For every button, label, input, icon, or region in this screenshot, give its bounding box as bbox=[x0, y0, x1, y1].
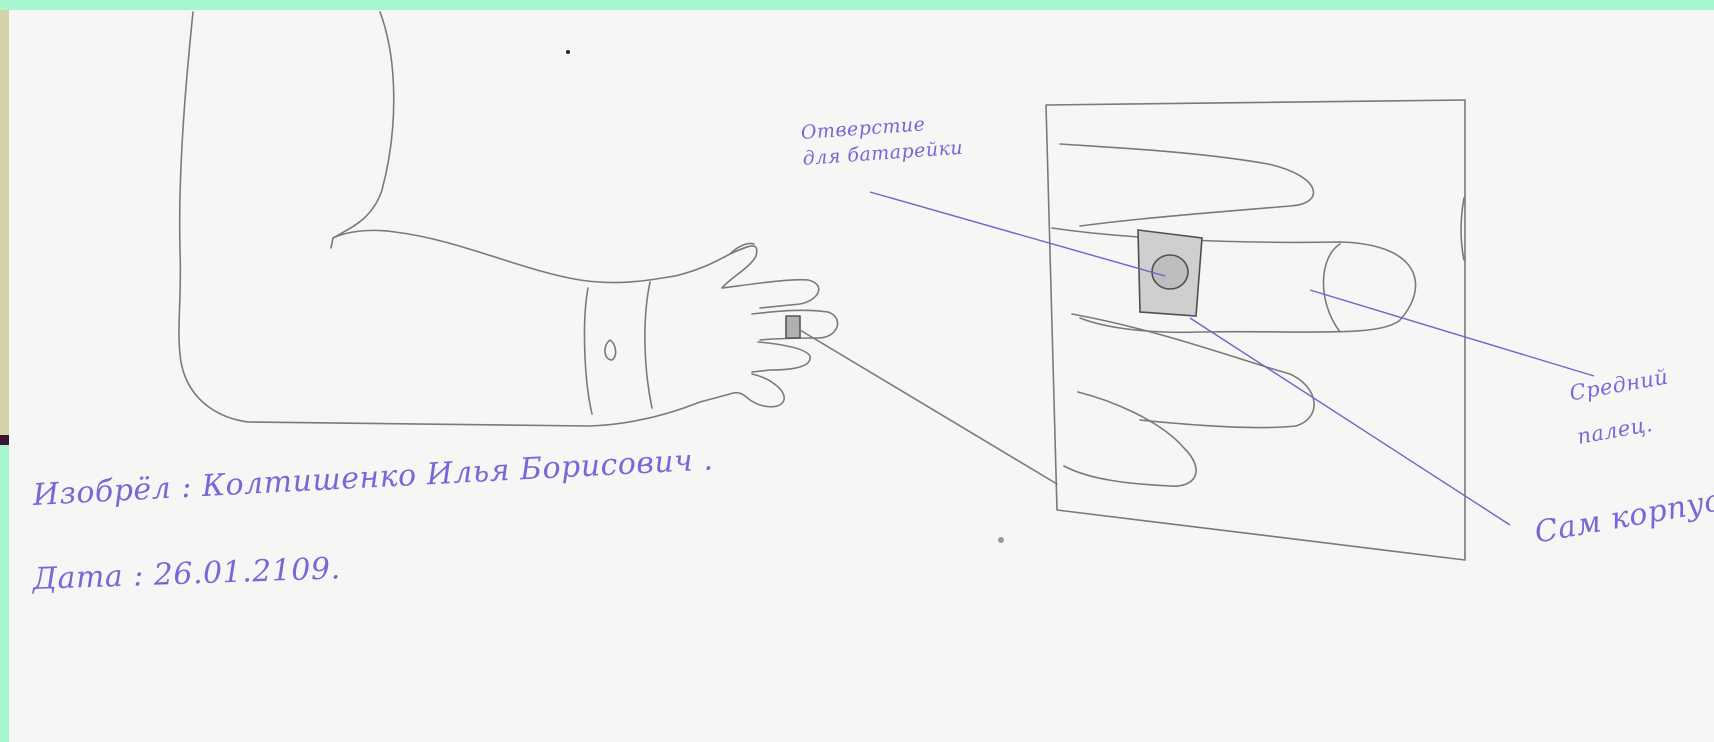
leader-battery bbox=[870, 192, 1165, 276]
zoom-finger-middle bbox=[1052, 228, 1416, 332]
zoom-finger-bottom bbox=[1064, 392, 1196, 486]
shoulder-curve bbox=[331, 238, 333, 248]
zoom-nail bbox=[1323, 244, 1340, 332]
cuff-right bbox=[645, 282, 652, 408]
zoom-finger-third bbox=[1072, 314, 1314, 428]
zoom-finger-top bbox=[1060, 144, 1313, 226]
arm-outline bbox=[179, 12, 700, 426]
label-middle-finger: Средний палец. bbox=[1566, 355, 1679, 459]
finger-ring bbox=[752, 342, 810, 372]
arm-upper-edge bbox=[333, 12, 675, 283]
cuff-mark bbox=[605, 340, 616, 360]
leader-body bbox=[1190, 318, 1510, 525]
ring-small bbox=[786, 316, 800, 338]
zoom-box-right-edge bbox=[1461, 198, 1464, 260]
cuff-left bbox=[585, 288, 592, 414]
pencil-dot bbox=[998, 537, 1004, 543]
finger-little bbox=[700, 374, 784, 407]
zoom-box bbox=[1046, 100, 1465, 560]
zoom-connector bbox=[800, 330, 1057, 484]
leader-finger bbox=[1310, 290, 1594, 376]
battery-hole bbox=[1152, 255, 1188, 289]
pencil-dot bbox=[566, 50, 570, 54]
hand-palm bbox=[675, 246, 819, 308]
